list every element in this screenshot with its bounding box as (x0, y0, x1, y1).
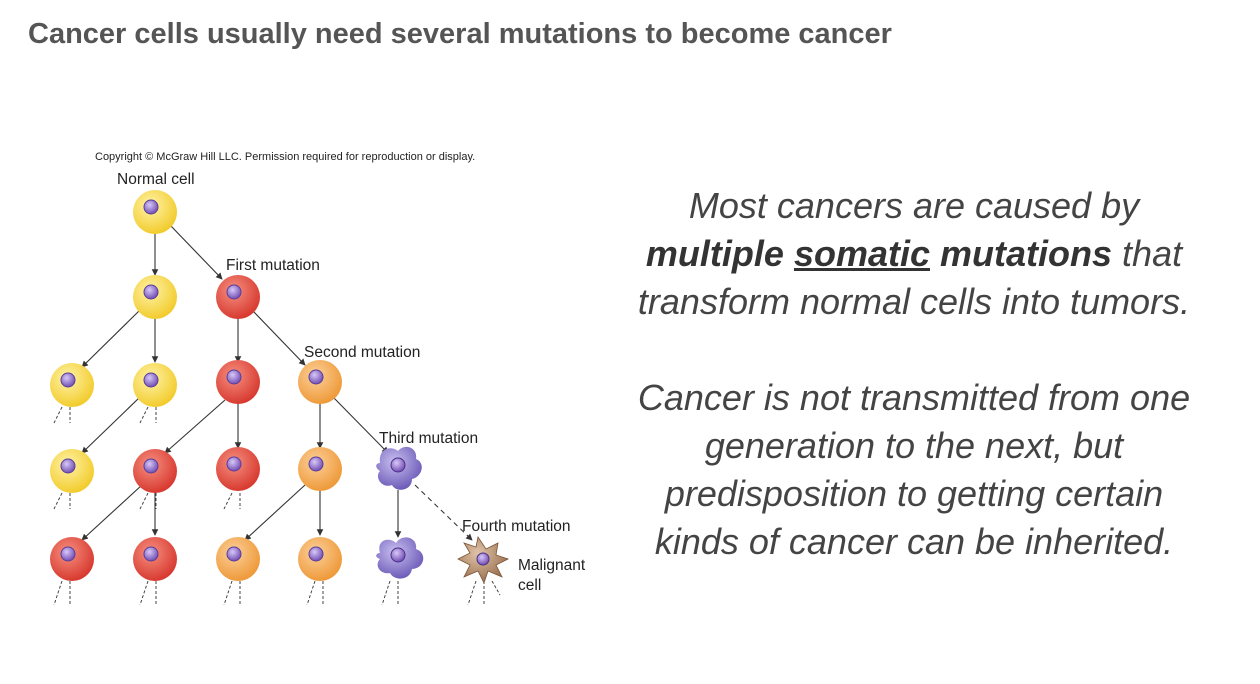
normal-cell (133, 363, 177, 407)
label-fourth-mutation: Fourth mutation (462, 518, 571, 535)
second-mutation-cell (298, 360, 342, 404)
label-first-mutation: First mutation (226, 257, 320, 274)
arrow-third-mutation (332, 396, 389, 454)
word-that: that (1122, 233, 1183, 274)
label-second-mutation: Second mutation (304, 344, 421, 361)
slide-title: Cancer cells usually need several mutati… (28, 18, 892, 50)
bold-underlined-somatic: somatic (793, 233, 930, 274)
normal-cell (50, 363, 94, 407)
paragraph-2-line-3: predisposition to getting certain (664, 473, 1164, 514)
cells (50, 190, 510, 585)
first-mutation-cell (216, 447, 260, 491)
arrow-fourth-mutation (414, 484, 473, 541)
first-mutation-cell (216, 275, 260, 319)
second-mutation-cell (298, 537, 342, 581)
label-third-mutation: Third mutation (379, 430, 479, 447)
bold-multiple: multiple (645, 233, 784, 274)
arrow-second-mutation (251, 309, 306, 366)
bold-mutations: mutations (940, 233, 1113, 274)
malignant-cell (457, 535, 510, 585)
arrow (244, 484, 306, 541)
paragraph-2-line-4: kinds of cancer can be inherited. (654, 521, 1174, 562)
paragraph-2-line-2: generation to the next, but (704, 425, 1124, 466)
normal-cell (133, 275, 177, 319)
mutation-diagram: Copyright © McGraw Hill LLC. Permission … (40, 145, 600, 625)
arrow (81, 309, 141, 368)
explanation-text: Most cancers are caused by multiple soma… (600, 182, 1228, 566)
paragraph-1-line-1: Most cancers are caused by (688, 185, 1140, 226)
first-mutation-cell (133, 449, 177, 493)
first-mutation-cell (216, 360, 260, 404)
arrow (164, 399, 226, 454)
third-mutation-cell (376, 537, 424, 579)
continuation-marks (53, 406, 501, 606)
normal-cell (133, 190, 177, 234)
third-mutation-cell (376, 446, 422, 490)
arrow (81, 484, 143, 541)
second-mutation-cell (216, 537, 260, 581)
second-mutation-cell (298, 447, 342, 491)
label-malignant-cell-line1: Malignant (518, 557, 586, 574)
label-normal-cell: Normal cell (117, 171, 195, 188)
arrow (81, 396, 141, 454)
paragraph-1-line-3: transform normal cells into tumors. (637, 281, 1191, 322)
mutation-tree-svg (50, 190, 510, 606)
paragraph-1-line-2: multiple somatic mutations that (600, 230, 1228, 278)
first-mutation-cell (133, 537, 177, 581)
arrows (81, 224, 473, 541)
paragraph-2-line-1: Cancer is not transmitted from one (637, 377, 1191, 418)
copyright-notice: Copyright © McGraw Hill LLC. Permission … (95, 151, 476, 163)
first-mutation-cell (50, 537, 94, 581)
arrow-first-mutation (169, 224, 223, 280)
label-malignant-cell-line2: cell (518, 577, 542, 594)
normal-cell (50, 449, 94, 493)
